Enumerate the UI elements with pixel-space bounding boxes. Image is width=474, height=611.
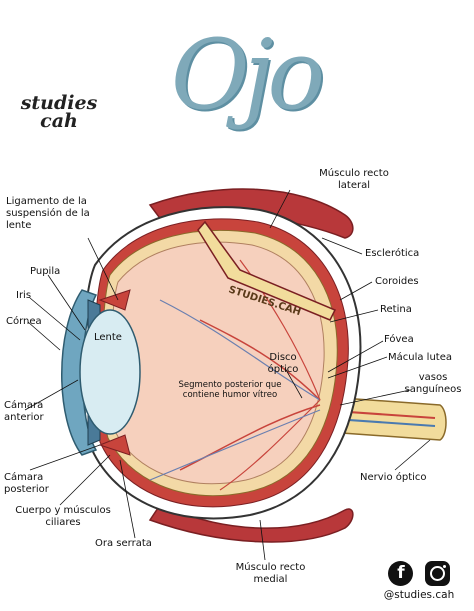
page-title: Ojo: [150, 0, 340, 160]
ciliary-body-lower: [98, 434, 131, 456]
label-esclerotica: Esclerótica: [365, 248, 420, 259]
social-handle[interactable]: @studies.cah: [383, 589, 455, 601]
facebook-icon[interactable]: f: [388, 561, 414, 586]
lens: [79, 309, 141, 435]
label-iris: Iris: [16, 290, 32, 301]
label-pupila: Pupila: [30, 266, 61, 277]
label-retina: Retina: [380, 304, 412, 315]
label-nervio: Nervio óptico: [360, 472, 427, 483]
label-disco: Disco óptico: [267, 352, 299, 375]
label-coroides: Coroides: [375, 276, 419, 287]
label-vasos: vasos sanguíneos: [404, 372, 462, 395]
label-lente: Lente: [94, 332, 122, 343]
label-ora: Ora serrata: [95, 538, 152, 549]
medial-rectus-muscle: [148, 504, 354, 543]
label-cornea: Córnea: [6, 316, 42, 327]
label-fovea: Fóvea: [384, 334, 414, 345]
ciliary-body: [98, 289, 131, 311]
label-segmento: Segmento posterior que contiene humor ví…: [178, 380, 282, 400]
label-ligamento: Ligamento de la suspensión de la lente: [6, 196, 90, 231]
title-text: Ojo: [170, 19, 325, 131]
social-block: f @studies.cah: [374, 561, 464, 601]
label-camara-anterior: Cámara anterior: [4, 400, 44, 423]
brand-logo: studies cah: [20, 92, 98, 132]
label-macula: Mácula lutea: [388, 352, 452, 363]
cornea: [61, 289, 98, 456]
label-cuerpo: Cuerpo y músculos ciliares: [15, 505, 111, 528]
instagram-icon[interactable]: [424, 561, 450, 586]
label-musculo-recto-lateral: Músculo recto lateral: [319, 168, 389, 191]
label-camara-posterior: Cámara posterior: [4, 472, 49, 495]
label-musculo-recto-medial: Músculo recto medial: [235, 562, 306, 585]
banner-cutaway: [197, 220, 337, 321]
